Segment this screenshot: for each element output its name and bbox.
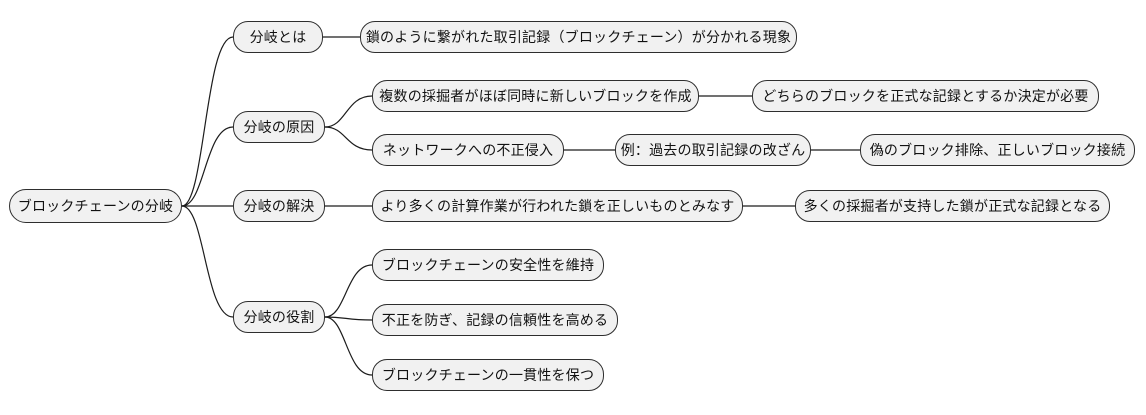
node-fork-definition[interactable]: 分岐とは: [233, 21, 323, 53]
node-reject-fake-blocks[interactable]: 偽のブロック排除、正しいブロック接続: [860, 134, 1135, 166]
node-fork-role[interactable]: 分岐の役割: [233, 301, 325, 333]
node-blockchain-fork-root[interactable]: ブロックチェーンの分岐: [9, 189, 182, 223]
node-network-intrusion[interactable]: ネットワークへの不正侵入: [372, 134, 564, 166]
node-majority-miners-chain[interactable]: 多くの採掘者が支持した鎖が正式な記録となる: [795, 190, 1110, 222]
node-cause-simultaneous-blocks[interactable]: 複数の採掘者がほぼ同時に新しいブロックを作成: [372, 80, 699, 112]
node-longest-chain-rule[interactable]: より多くの計算作業が行われた鎖を正しいものとみなす: [372, 190, 743, 222]
node-tampering-example[interactable]: 例：過去の取引記録の改ざん: [615, 134, 811, 166]
node-prevent-fraud-trust[interactable]: 不正を防ぎ、記録の信頼性を高める: [372, 304, 618, 336]
node-fork-causes[interactable]: 分岐の原因: [233, 111, 325, 143]
edge-fork_causes-to-cause_intrusion: [324, 126, 373, 151]
node-need-official-record-decision[interactable]: どちらのブロックを正式な記録とするか決定が必要: [752, 80, 1099, 112]
node-fork-resolution[interactable]: 分岐の解決: [233, 190, 325, 222]
edge-fork_role-to-role_trust: [324, 316, 373, 321]
node-fork-definition-detail[interactable]: 鎖のように繋がれた取引記録（ブロックチェーン）が分かれる現象: [360, 21, 797, 53]
edge-fork_role-to-role_security: [324, 264, 373, 318]
edge-root-to-fork_definition: [181, 36, 234, 207]
edge-fork_causes-to-cause_simultaneous: [324, 95, 373, 128]
edge-fork_role-to-role_consistency: [324, 316, 373, 376]
edge-root-to-fork_causes: [181, 126, 234, 207]
node-maintain-consistency[interactable]: ブロックチェーンの一貫性を保つ: [372, 359, 604, 391]
edge-root-to-fork_role: [181, 205, 234, 318]
node-maintain-security[interactable]: ブロックチェーンの安全性を維持: [372, 249, 604, 281]
